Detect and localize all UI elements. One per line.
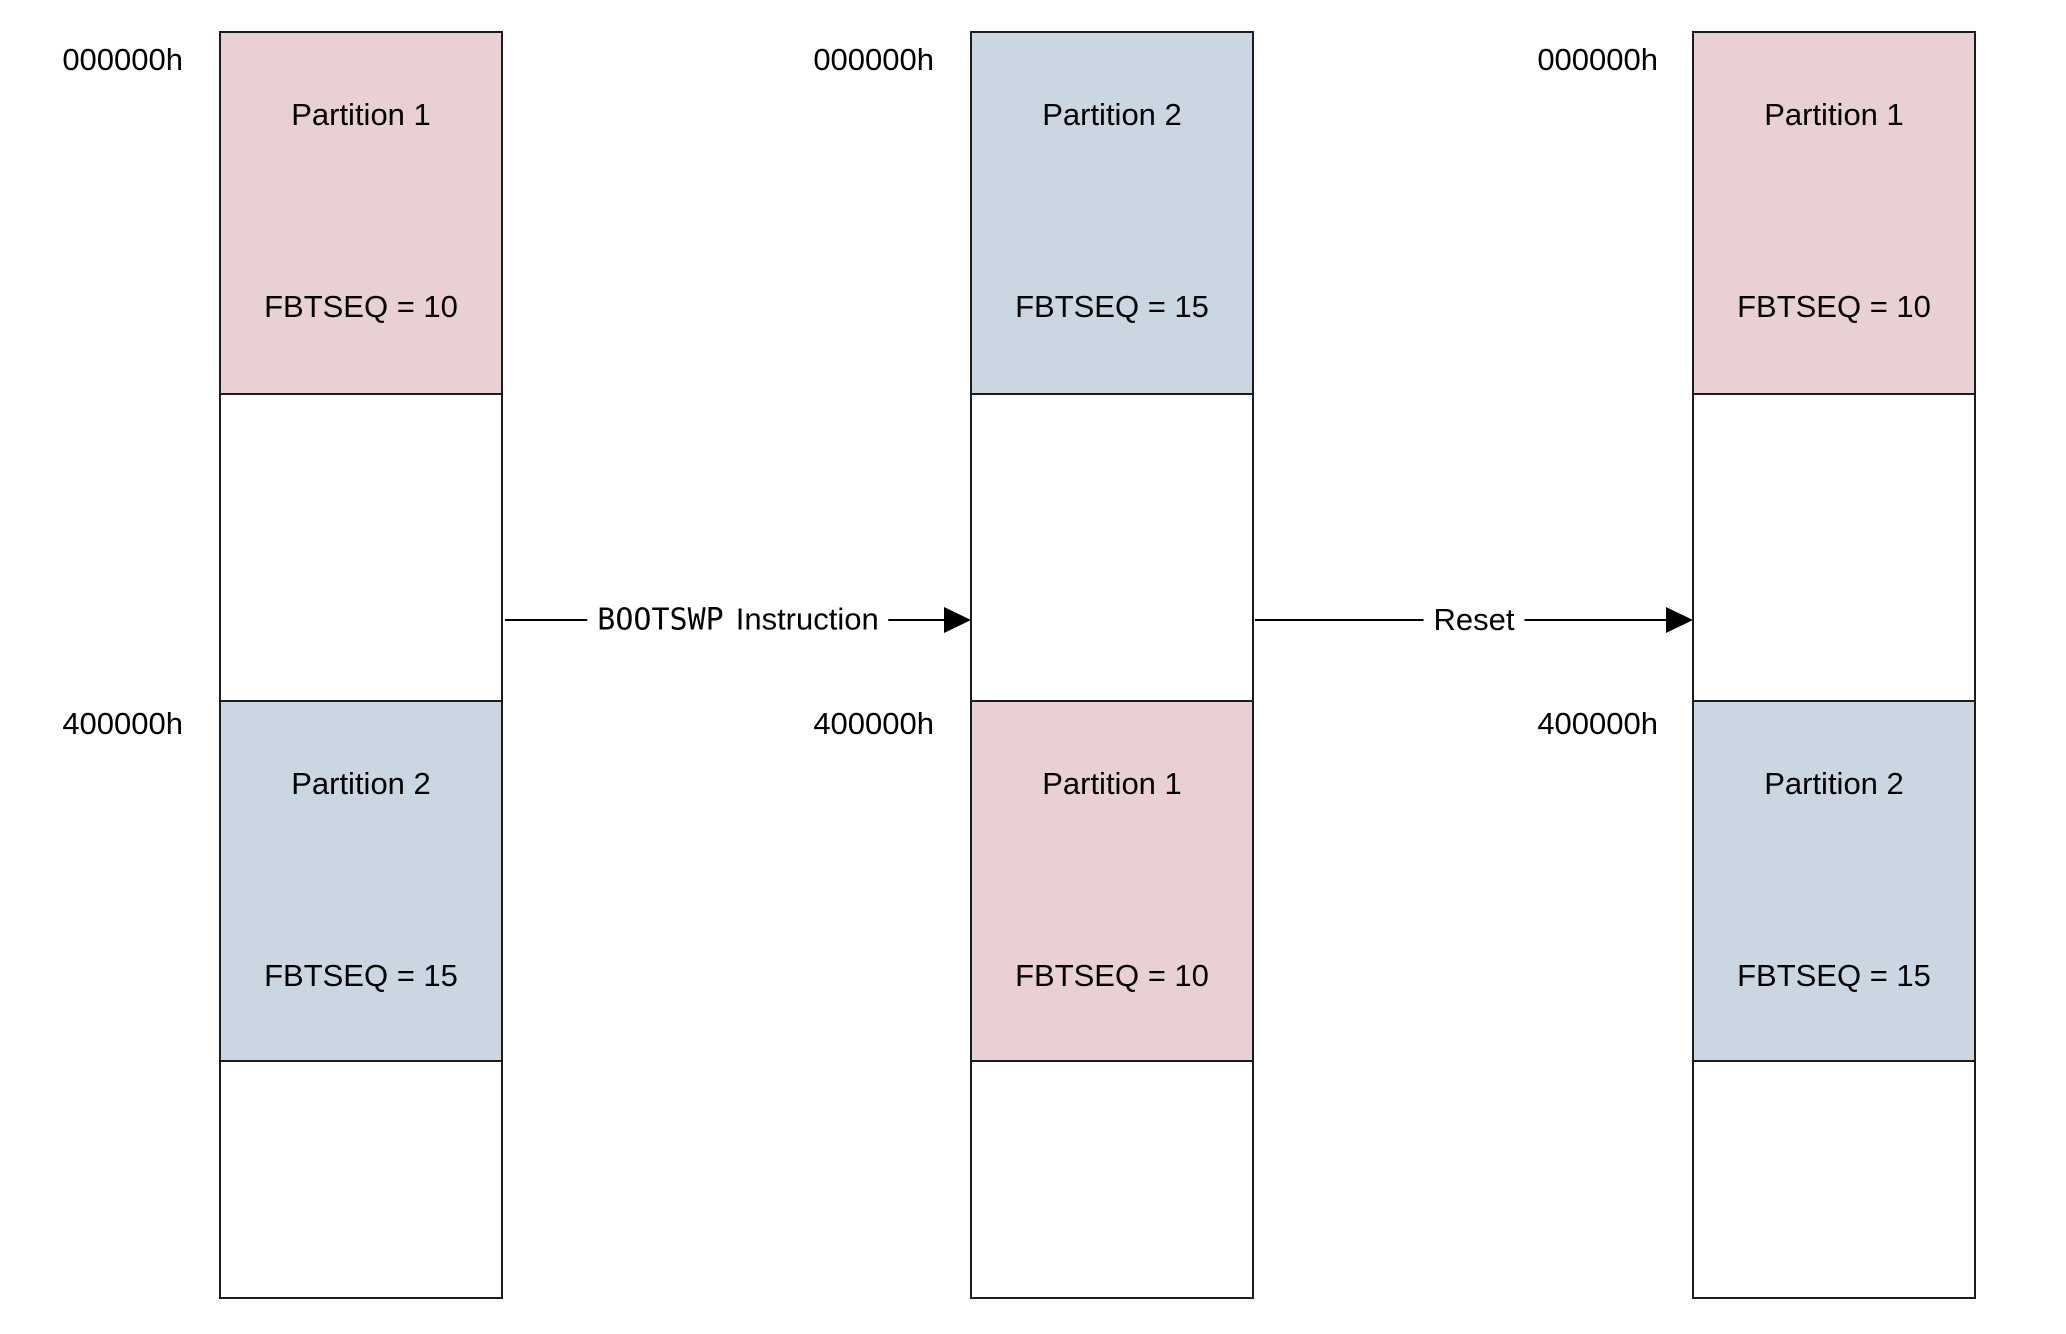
fbtseq-label: FBTSEQ = 10 (1015, 958, 1209, 993)
arrow-label: BOOTSWP Instruction (587, 598, 889, 642)
partition-block: Partition 1 FBTSEQ = 10 (1692, 31, 1976, 395)
arrowhead-right-icon (1666, 607, 1693, 633)
partition-label: Partition 2 (1764, 766, 1904, 801)
arrowhead-right-icon (944, 607, 971, 633)
reset-text: Reset (1433, 602, 1515, 637)
arrow-label: Reset (1423, 599, 1525, 641)
address-label: 400000h (62, 706, 183, 741)
bootswp-arrow: BOOTSWP Instruction (505, 594, 971, 646)
partition-block: Partition 2 FBTSEQ = 15 (1692, 700, 1976, 1062)
fbtseq-label: FBTSEQ = 15 (264, 958, 458, 993)
fbtseq-label: FBTSEQ = 15 (1015, 289, 1209, 324)
partition-label: Partition 2 (1042, 97, 1182, 132)
address-label: 000000h (813, 42, 934, 77)
address-label: 400000h (1537, 706, 1658, 741)
bootswp-mnemonic: BOOTSWP (597, 602, 724, 638)
fbtseq-label: FBTSEQ = 10 (1737, 289, 1931, 324)
address-label: 000000h (62, 42, 183, 77)
partition-block: Partition 2 FBTSEQ = 15 (219, 700, 503, 1062)
address-label: 400000h (813, 706, 934, 741)
partition-block: Partition 1 FBTSEQ = 10 (970, 700, 1254, 1062)
memory-map-after-reset: Partition 1 FBTSEQ = 10 Partition 2 FBTS… (1692, 31, 1976, 1299)
instruction-text: Instruction (735, 601, 879, 637)
partition-label: Partition 1 (1764, 97, 1904, 132)
partition-label: Partition 1 (291, 97, 431, 132)
fbtseq-label: FBTSEQ = 15 (1737, 958, 1931, 993)
memory-map-initial: Partition 1 FBTSEQ = 10 Partition 2 FBTS… (219, 31, 503, 1299)
partition-block: Partition 1 FBTSEQ = 10 (219, 31, 503, 395)
partition-label: Partition 2 (291, 766, 431, 801)
address-label: 000000h (1537, 42, 1658, 77)
reset-arrow: Reset (1255, 594, 1693, 646)
partition-block: Partition 2 FBTSEQ = 15 (970, 31, 1254, 395)
memory-map-after-bootswp: Partition 2 FBTSEQ = 15 Partition 1 FBTS… (970, 31, 1254, 1299)
fbtseq-label: FBTSEQ = 10 (264, 289, 458, 324)
partition-label: Partition 1 (1042, 766, 1182, 801)
